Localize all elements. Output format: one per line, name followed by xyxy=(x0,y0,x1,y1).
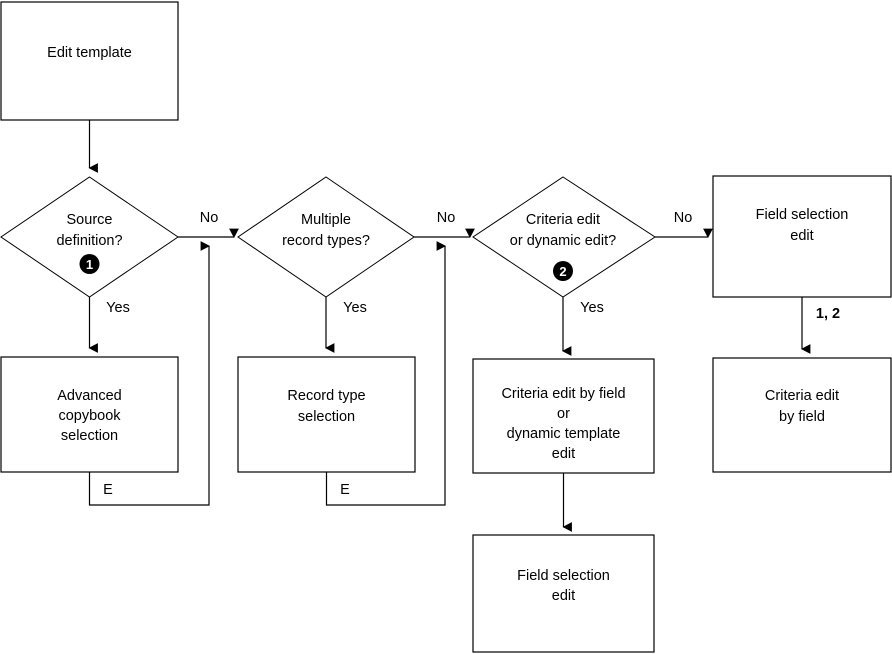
criteria-edit-dynamic-template-box xyxy=(472,358,655,474)
criteria-or-dynamic-badge-number: 2 xyxy=(559,264,566,279)
node-edit-template[interactable]: Edit template xyxy=(0,1,179,121)
edge-label-yes-3: Yes xyxy=(580,300,604,316)
node-record-type-selection[interactable]: Record type selection xyxy=(237,356,416,473)
source-definition-badge-number: 1 xyxy=(86,257,93,272)
record-type-selection-label-line1: Record type xyxy=(287,388,365,404)
multiple-record-types-label-line1: Multiple xyxy=(301,212,351,228)
connector-loop-e-1 xyxy=(88,241,210,506)
field-selection-edit-right-box xyxy=(712,175,892,298)
criteria-edit-by-field-label-line2: by field xyxy=(779,409,825,425)
edge-label-loop-e-1: E xyxy=(103,482,113,498)
criteria-edit-by-field-label-line1: Criteria edit xyxy=(765,388,839,404)
node-field-selection-edit-right[interactable]: Field selection edit xyxy=(712,175,892,298)
advanced-copybook-selection-box xyxy=(0,356,179,473)
criteria-edit-dynamic-label-line4: edit xyxy=(552,446,575,462)
criteria-edit-dynamic-label-line2: or xyxy=(557,406,570,422)
field-selection-edit-bottom-label-line2: edit xyxy=(552,588,575,604)
criteria-edit-dynamic-label-line3: dynamic template xyxy=(507,426,621,442)
edge-label-yes-2: Yes xyxy=(343,300,367,316)
source-definition-label-line2: definition? xyxy=(56,233,122,249)
node-advanced-copybook-selection[interactable]: Advanced copybook selection xyxy=(0,356,179,473)
field-selection-edit-bottom-box xyxy=(472,534,655,653)
record-type-selection-label-line2: selection xyxy=(298,409,355,425)
source-definition-label-line1: Source xyxy=(67,212,113,228)
field-selection-edit-bottom-label-line1: Field selection xyxy=(517,568,610,584)
edge-label-yes-1: Yes xyxy=(106,300,130,316)
edge-label-no-2: No xyxy=(437,210,456,226)
node-multiple-record-types[interactable]: Multiple record types? xyxy=(237,176,415,298)
edge-label-loop-e-2: E xyxy=(340,482,350,498)
connector-loop-e-2 xyxy=(325,241,446,506)
source-definition-badge-circle xyxy=(79,254,100,274)
field-selection-edit-right-label-line1: Field selection xyxy=(756,207,849,223)
criteria-edit-by-field-box xyxy=(712,357,892,473)
node-criteria-edit-by-field[interactable]: Criteria edit by field xyxy=(712,357,892,473)
advanced-copybook-label-line3: selection xyxy=(61,428,118,444)
record-type-selection-box xyxy=(237,356,416,473)
advanced-copybook-label-line1: Advanced xyxy=(57,388,122,404)
edit-template-box xyxy=(0,1,179,121)
advanced-copybook-label-line2: copybook xyxy=(58,408,121,424)
edge-label-no-3: No xyxy=(674,210,693,226)
edit-template-label: Edit template xyxy=(47,45,132,61)
criteria-or-dynamic-label-line2: or dynamic edit? xyxy=(510,233,616,249)
edge-label-no-1: No xyxy=(200,210,219,226)
criteria-or-dynamic-label-line1: Criteria edit xyxy=(526,212,600,228)
criteria-or-dynamic-badge-circle xyxy=(553,261,573,281)
criteria-edit-dynamic-label-line1: Criteria edit by field xyxy=(501,386,625,402)
multiple-record-types-label-line2: record types? xyxy=(282,233,370,249)
node-criteria-edit-dynamic-template[interactable]: Criteria edit by field or dynamic templa… xyxy=(472,358,655,474)
node-source-definition[interactable]: Source definition? 1 xyxy=(0,176,179,298)
field-selection-edit-right-label-line2: edit xyxy=(790,228,813,244)
edge-label-one-two: 1, 2 xyxy=(816,306,840,322)
node-criteria-or-dynamic-edit[interactable]: Criteria edit or dynamic edit? 2 xyxy=(472,176,656,298)
node-field-selection-edit-bottom[interactable]: Field selection edit xyxy=(472,534,655,653)
